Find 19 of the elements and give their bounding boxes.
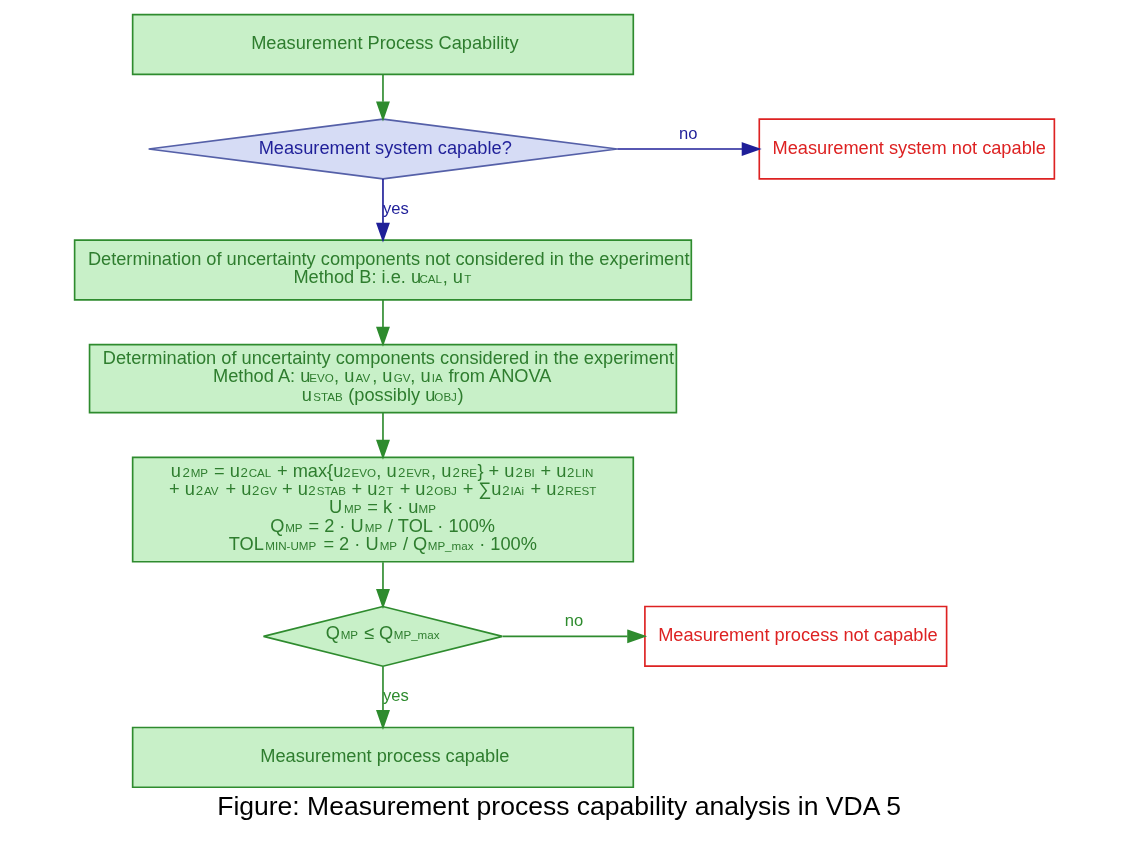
node-box: Measurement process capable <box>131 726 634 789</box>
edge-label: no <box>678 124 697 144</box>
arrow <box>375 561 390 609</box>
node-diamond: Measurement system capable? <box>147 118 618 180</box>
arrow <box>375 178 390 243</box>
arrow <box>375 412 390 460</box>
edge-label: no <box>564 611 583 631</box>
arrow <box>375 665 390 730</box>
arrow <box>616 142 762 156</box>
arrow <box>375 299 390 347</box>
node-box: Determination of uncertainty components considered in the experiment Method A: uEVO, uAV, uGV, uIA from ANOVA uSTAB (possibly uOBJ) <box>88 343 677 414</box>
node-box: Measurement process not capable <box>643 605 947 668</box>
caption: Figure: Measurement process capability analysis in VDA 5 <box>216 791 901 822</box>
arrow <box>501 629 647 644</box>
node-box: Measurement system not capable <box>757 118 1055 180</box>
arrow <box>375 74 390 122</box>
node-diamond: QMP ≤ QMP_max <box>262 605 503 668</box>
node-box: Determination of uncertainty components not considered in the experiment Method B: i.e. uCAL, uT <box>73 239 692 301</box>
node-box: Measurement Process Capability <box>131 13 634 76</box>
